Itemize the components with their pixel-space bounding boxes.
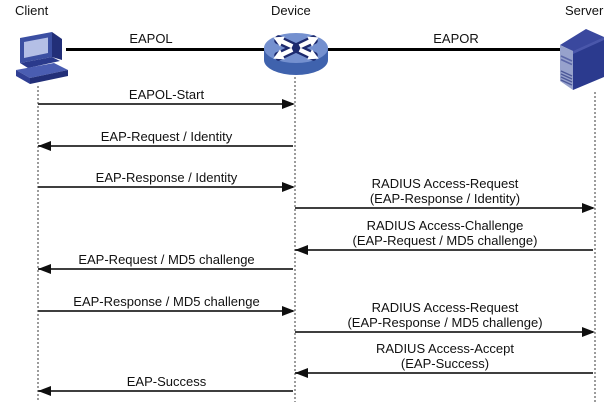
message-label: EAP-Request / Identity	[100, 129, 233, 144]
arrow-line	[38, 145, 293, 147]
actor-label-device: Device	[271, 3, 311, 18]
actor-label-client: Client	[15, 3, 49, 18]
arrow-line	[38, 103, 293, 105]
arrowhead-icon	[295, 368, 308, 378]
lifeline-server	[594, 92, 596, 402]
lifeline-device	[294, 77, 296, 402]
arrowhead-icon	[38, 386, 51, 396]
server-icon	[560, 29, 604, 90]
arrowhead-icon	[282, 182, 295, 192]
arrowhead-icon	[582, 203, 595, 213]
message-label: EAP-Request / MD5 challenge	[78, 252, 255, 267]
router-icon	[264, 33, 328, 75]
message-label: EAP-Response / MD5 challenge	[73, 294, 260, 309]
arrowhead-icon	[282, 306, 295, 316]
protocol-label-eapor: EAPOR	[433, 31, 479, 46]
arrow-line	[38, 390, 293, 392]
arrowhead-icon	[38, 264, 51, 274]
lifeline-client	[37, 86, 39, 402]
arrow-line	[295, 207, 593, 209]
arrow-line	[38, 310, 293, 312]
arrow-line	[295, 331, 593, 333]
message-label: RADIUS Access-Accept (EAP-Success)	[376, 341, 514, 371]
protocol-label-eapol: EAPOL	[129, 31, 173, 46]
message-label: EAP-Response / Identity	[95, 170, 238, 185]
arrow-line	[295, 249, 593, 251]
actor-label-server: Server	[565, 3, 604, 18]
message-label: EAP-Success	[126, 374, 207, 389]
arrowhead-icon	[295, 245, 308, 255]
arrowhead-icon	[282, 99, 295, 109]
computer-icon	[16, 32, 68, 84]
arrow-line	[38, 186, 293, 188]
message-label: RADIUS Access-Request (EAP-Response / Id…	[369, 176, 521, 206]
arrow-line	[295, 372, 593, 374]
message-label: RADIUS Access-Request (EAP-Response / MD…	[347, 300, 543, 330]
arrowhead-icon	[38, 141, 51, 151]
arrow-line	[38, 268, 293, 270]
arrowhead-icon	[582, 327, 595, 337]
message-label: RADIUS Access-Challenge (EAP-Request / M…	[352, 218, 538, 248]
message-label: EAPOL-Start	[128, 87, 205, 102]
